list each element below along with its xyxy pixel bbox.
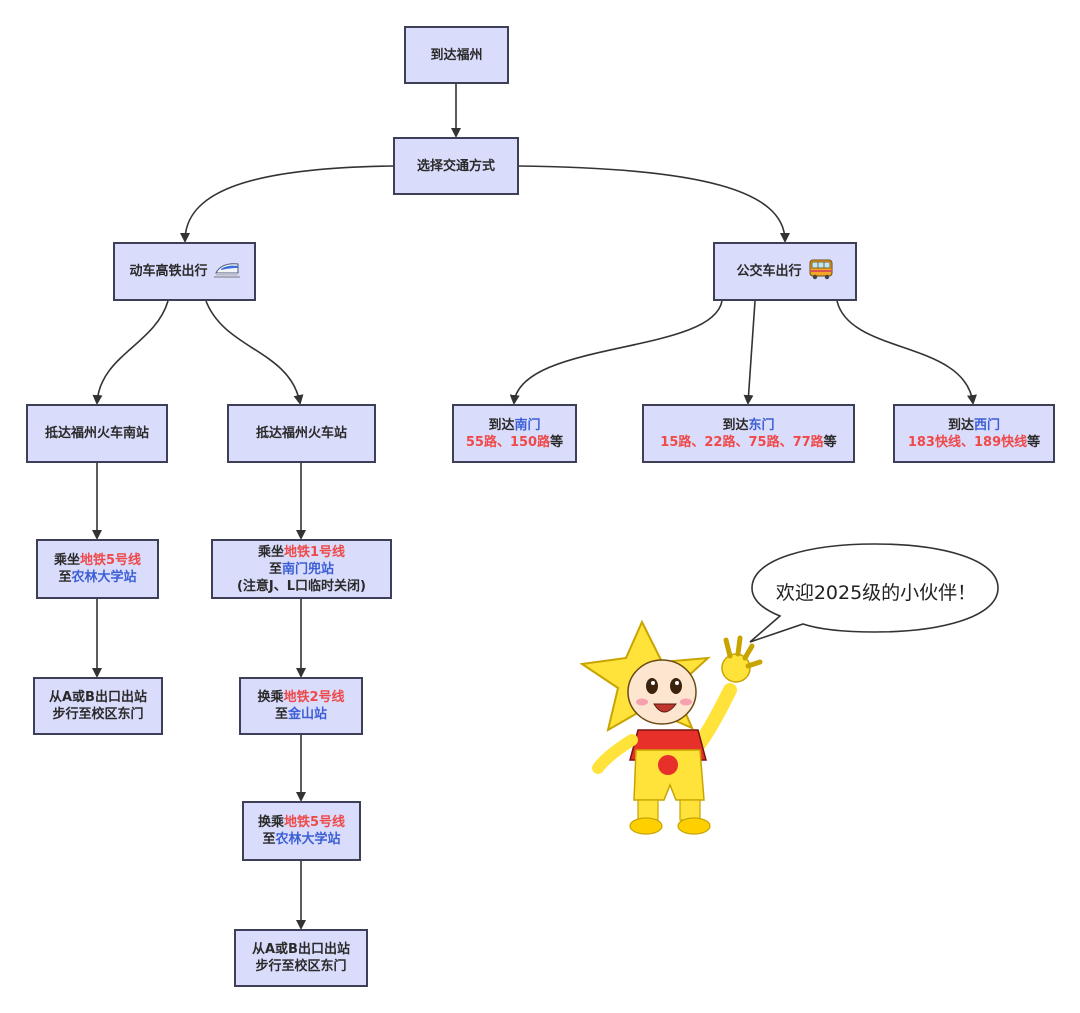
node-label: 到达福州 — [430, 47, 483, 63]
node-east-gate: 到达东门 15路、22路、75路、77路等 — [642, 404, 855, 463]
gate-name: 西门 — [974, 417, 1001, 433]
routes-line: 183快线、189快线等 — [908, 434, 1040, 451]
bus-routes: 183快线、189快线 — [907, 434, 1028, 450]
node-west-gate: 到达西门 183快线、189快线等 — [893, 404, 1055, 463]
prefix-text: 到达 — [947, 417, 974, 433]
edge-bus-southgate — [509, 300, 723, 405]
metro-line-name: 地铁1号线 — [283, 544, 346, 560]
routes-line: 15路、22路、75路、77路等 — [660, 434, 836, 451]
suffix-text: 等 — [550, 434, 564, 450]
speech-bubble — [749, 543, 999, 643]
station-name: 南门兜站 — [282, 561, 335, 577]
station-name: 农林大学站 — [275, 832, 341, 847]
station-line: 至南门兜站 — [269, 561, 334, 578]
node-bus-travel: 公交车出行 — [713, 242, 857, 301]
gate-line: 到达东门 — [722, 417, 774, 434]
exit-line-1: 从A或B出口出站 — [49, 690, 147, 705]
node-south-gate: 到达南门 55路、150路等 — [452, 404, 577, 463]
station-line: 至农林大学站 — [58, 569, 136, 586]
suffix-text: 等 — [823, 434, 837, 450]
node-south-exit: 从A或B出口出站 步行至校区东门 — [33, 677, 163, 735]
verb-text: 乘坐 — [257, 544, 284, 560]
node-south-metro5: 乘坐地铁5号线 至农林大学站 — [36, 539, 159, 599]
verb-text: 换乘 — [257, 690, 284, 705]
metro-line-name: 地铁5号线 — [79, 553, 142, 568]
node-fz-metro5: 换乘地铁5号线 至农林大学站 — [242, 801, 361, 861]
node-train-travel: 动车高铁出行 — [113, 242, 256, 301]
station-line: 至金山站 — [275, 706, 327, 723]
edge-choose-train — [180, 165, 394, 243]
verb-text: 乘坐 — [53, 553, 80, 568]
edge-train-south — [92, 300, 169, 405]
bus-icon — [808, 258, 834, 285]
edge-choose-bus — [517, 165, 790, 243]
bullet-train-icon — [213, 260, 240, 283]
node-fuzhou-station: 抵达福州火车站 — [227, 404, 376, 463]
closure-note: (注意J、L口临时关闭) — [236, 578, 366, 594]
node-arrive-fuzhou: 到达福州 — [404, 26, 509, 84]
edge-train-fz — [205, 300, 304, 405]
to-text: 至 — [58, 570, 72, 585]
station-name: 农林大学站 — [71, 570, 137, 585]
station-name: 金山站 — [288, 707, 328, 722]
station-line: 至农林大学站 — [262, 831, 340, 848]
prefix-text: 到达 — [488, 417, 515, 433]
to-text: 至 — [268, 561, 282, 577]
gate-name: 东门 — [748, 417, 775, 433]
star-mascot-icon — [580, 619, 763, 835]
edge-bus-westgate — [836, 300, 977, 405]
metro-line-name: 地铁2号线 — [283, 690, 345, 705]
bus-routes: 15路、22路、75路、77路 — [660, 434, 824, 450]
prefix-text: 到达 — [722, 417, 749, 433]
node-label: 公交车出行 — [736, 264, 802, 279]
gate-name: 南门 — [514, 417, 541, 433]
node-fz-exit: 从A或B出口出站 步行至校区东门 — [234, 929, 368, 987]
verb-text: 换乘 — [257, 815, 284, 830]
exit-line-2: 步行至校区东门 — [255, 959, 347, 974]
node-label: 动车高铁出行 — [129, 264, 208, 279]
node-fz-metro1: 乘坐地铁1号线 至南门兜站 (注意J、L口临时关闭) — [211, 539, 392, 599]
node-fuzhou-south-station: 抵达福州火车南站 — [26, 404, 168, 463]
gate-line: 到达南门 — [488, 417, 540, 434]
node-fz-metro2: 换乘地铁2号线 至金山站 — [239, 677, 363, 735]
to-text: 至 — [274, 707, 288, 722]
bus-routes: 55路、150路 — [465, 434, 551, 450]
exit-line-2: 步行至校区东门 — [52, 707, 144, 722]
to-text: 至 — [262, 832, 276, 847]
metro-line: 换乘地铁5号线 — [258, 814, 345, 831]
metro-line: 换乘地铁2号线 — [257, 689, 344, 706]
metro-line-name: 地铁5号线 — [283, 815, 346, 830]
suffix-text: 等 — [1027, 434, 1041, 450]
exit-line-1: 从A或B出口出站 — [252, 942, 350, 957]
gate-line: 到达西门 — [948, 417, 1000, 434]
node-label: 抵达福州火车南站 — [44, 426, 149, 441]
speech-bubble-text: 欢迎2025级的小伙伴！ — [775, 582, 977, 604]
routes-line: 55路、150路等 — [466, 434, 563, 451]
edge-bus-eastgate — [743, 300, 756, 405]
node-choose-transport: 选择交通方式 — [393, 137, 519, 195]
node-label: 抵达福州火车站 — [255, 426, 347, 441]
node-label: 选择交通方式 — [416, 158, 495, 174]
metro-line: 乘坐地铁1号线 — [258, 544, 345, 561]
metro-line: 乘坐地铁5号线 — [54, 552, 141, 569]
